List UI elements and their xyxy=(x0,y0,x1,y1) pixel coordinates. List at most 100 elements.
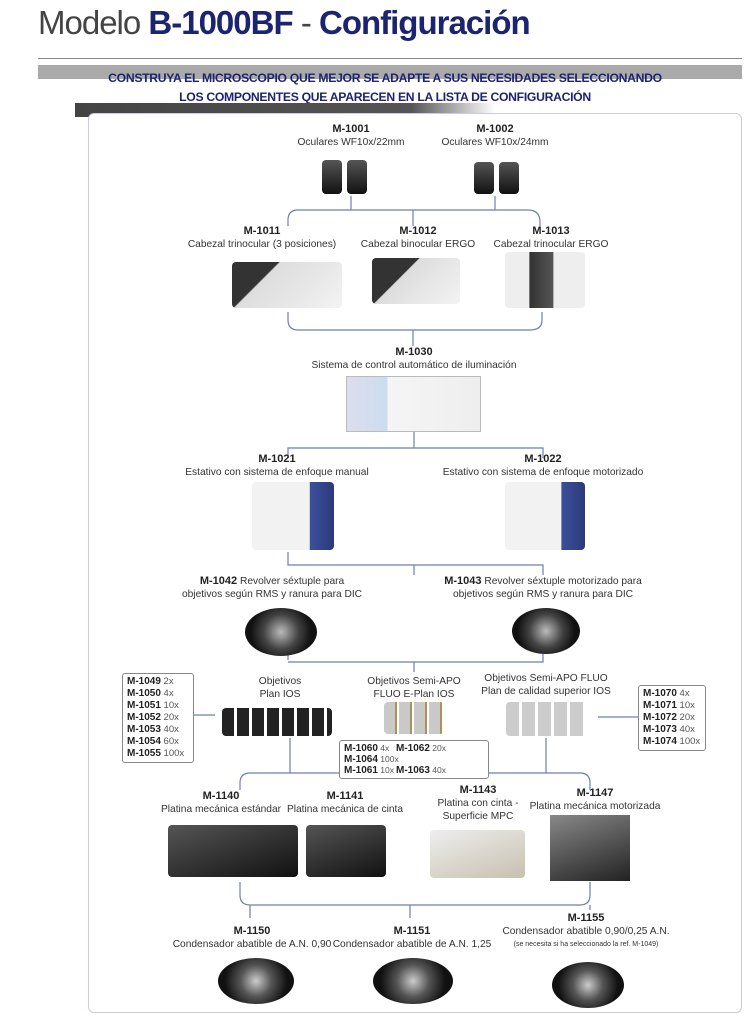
objective-code: M-1054 xyxy=(127,736,161,747)
item-label: Condensador abatible de A.N. 0,90 xyxy=(172,939,332,950)
item-label: Platina mecánica estándar xyxy=(160,804,282,815)
page-title: Modelo B-1000BF - Configuración xyxy=(38,4,531,42)
item-code: M-1030 xyxy=(395,346,433,358)
item-label: Oculares WF10x/24mm xyxy=(441,137,549,148)
objective-entry[interactable]: M-1071 10x xyxy=(643,700,701,712)
objective-entry[interactable]: M-1064 100x xyxy=(344,754,399,765)
objective-magnification: 40x xyxy=(163,724,179,735)
objective-entry[interactable]: M-1049 2x xyxy=(127,676,189,688)
objective-code: M-1061 xyxy=(344,765,378,776)
item-label: Cabezal binocular ERGO xyxy=(360,239,476,250)
nosepiece-m1043[interactable]: M-1043 Revolver séxtuple motorizado para… xyxy=(444,575,642,601)
condenser-image xyxy=(218,958,294,1004)
objective-code: M-1051 xyxy=(127,700,161,711)
item-note: (se necesita si ha seleccionado la ref. … xyxy=(513,941,659,948)
objective-entry[interactable]: M-1052 20x xyxy=(127,712,189,724)
objective-magnification: 40x xyxy=(679,724,695,735)
objective-entry[interactable]: M-1074 100x xyxy=(643,736,701,748)
item-label: Platina mecánica de cinta xyxy=(286,804,404,815)
item-code: M-1141 xyxy=(326,790,364,802)
item-label-2: FLUO E-Plan IOS xyxy=(373,689,455,700)
objective-code: M-1071 xyxy=(643,700,677,711)
objective-entry[interactable]: M-1062 20x xyxy=(396,743,448,754)
item-label-2: objetivos según RMS y ranura para DIC xyxy=(181,589,363,600)
condenser-image xyxy=(373,958,453,1004)
eyepiece-image xyxy=(499,162,519,194)
objective-entry[interactable]: M-1051 10x xyxy=(127,700,189,712)
objective-code: M-1074 xyxy=(643,736,677,747)
item-label-2: objetivos según RMS y ranura para DIC xyxy=(452,589,634,600)
item-label: Platina con cinta - xyxy=(437,798,519,809)
objective-magnification: 20x xyxy=(679,712,695,723)
objective-entry[interactable]: M-1073 40x xyxy=(643,724,701,736)
objective-magnification: 2x xyxy=(163,676,174,687)
objective-magnification: 20x xyxy=(432,743,446,753)
objective-entry[interactable]: M-1061 10x xyxy=(344,765,396,776)
objective-code: M-1055 xyxy=(127,748,161,759)
item-label: Objetivos xyxy=(258,676,302,687)
manual-stand-image xyxy=(252,482,334,550)
subtitle-line1: CONSTRUYA EL MICROSCOPIO QUE MEJOR SE AD… xyxy=(108,71,662,85)
item-code: M-1013 xyxy=(532,225,570,237)
item-code: M-1011 xyxy=(243,225,281,237)
objective-code: M-1052 xyxy=(127,712,161,723)
objective-entry[interactable]: M-1070 4x xyxy=(643,688,701,700)
gray-bar xyxy=(38,65,742,79)
item-code: M-1140 xyxy=(202,790,240,802)
objective-magnification: 100x xyxy=(380,754,399,764)
objective-entry[interactable]: M-1053 40x xyxy=(127,724,189,736)
objective-code: M-1072 xyxy=(643,712,677,723)
objective-entry[interactable]: M-1063 40x xyxy=(396,765,448,776)
item-code: M-1002 xyxy=(476,123,514,135)
objective-entry[interactable]: M-1072 20x xyxy=(643,712,701,724)
title-suffix: Configuración xyxy=(318,4,531,41)
objective-code: M-1050 xyxy=(127,688,161,699)
objective-entry[interactable]: M-1050 4x xyxy=(127,688,189,700)
objective-code: M-1060 xyxy=(344,743,378,754)
nosepiece-image xyxy=(245,608,317,656)
item-label-2: Plan de calidad superior IOS xyxy=(481,686,611,697)
item-code: M-1143 xyxy=(459,784,497,796)
title-prefix: Modelo xyxy=(38,4,141,41)
objective-magnification: 4x xyxy=(163,688,174,699)
item-code: M-1151 xyxy=(393,925,431,937)
item-label: Condensador abatible de A.N. 1,25 xyxy=(332,939,492,950)
motorized-nosepiece-image xyxy=(512,608,580,654)
objective-entry[interactable]: M-1060 4x xyxy=(344,743,396,754)
item-code: M-1043 xyxy=(444,575,482,587)
objective-magnification: 40x xyxy=(432,765,446,775)
item-label-2: Superficie MPC xyxy=(442,811,514,822)
objective-magnification: 100x xyxy=(679,736,701,747)
eyepiece-image xyxy=(322,160,342,194)
item-label: Cabezal trinocular (3 posiciones) xyxy=(187,239,337,250)
plan-objectives-image xyxy=(222,708,332,736)
objective-entry[interactable]: M-1055 100x xyxy=(127,748,189,760)
mpc-stage-image xyxy=(430,830,525,878)
title-dash: - xyxy=(300,4,312,41)
binocular-head-image xyxy=(372,258,460,304)
trinocular-ergo-image xyxy=(505,252,585,308)
objective-entry[interactable]: M-1054 60x xyxy=(127,736,189,748)
